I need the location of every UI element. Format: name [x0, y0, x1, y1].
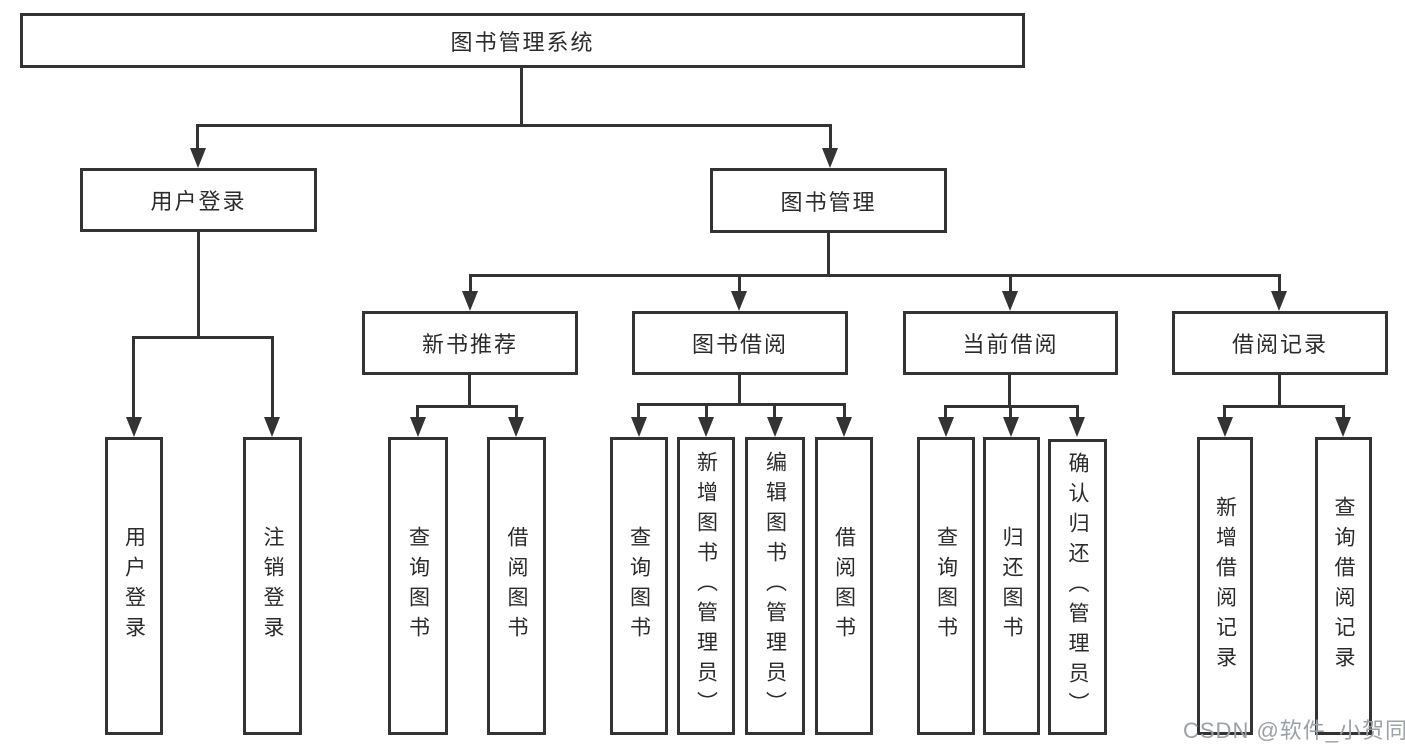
node-label: 查询借阅记录	[1332, 496, 1355, 676]
arrow-down-icon	[822, 148, 838, 168]
connector-line	[637, 403, 846, 406]
arrow-down-icon	[938, 417, 954, 437]
connector-line	[827, 233, 830, 277]
leaf-return-book: 归还图书	[983, 437, 1040, 735]
arrow-down-icon	[836, 417, 852, 437]
arrow-down-icon	[631, 417, 647, 437]
connector-line	[469, 274, 1281, 277]
connector-line	[1278, 274, 1281, 295]
connector-line	[1342, 405, 1345, 421]
arrow-down-icon	[1271, 291, 1287, 311]
node-book-borrow: 图书借阅	[632, 311, 848, 375]
arrow-down-icon	[1335, 417, 1351, 437]
leaf-borrow-books: 借阅图书	[815, 437, 873, 735]
connector-line	[132, 336, 274, 339]
connector-line	[132, 336, 135, 421]
connector-line	[416, 405, 518, 408]
node-label: 借阅图书	[505, 526, 528, 646]
node-label: 新增图书（管理员）	[694, 451, 718, 721]
connector-line	[197, 232, 200, 339]
arrow-down-icon	[1069, 417, 1085, 437]
leaf-query-books-recommend: 查询图书	[388, 437, 448, 735]
leaf-user-login: 用户登录	[105, 437, 163, 735]
arrow-down-icon	[1003, 417, 1019, 437]
connector-line	[738, 375, 741, 406]
node-label: 图书借阅	[691, 332, 788, 357]
connector-line	[469, 274, 472, 295]
node-label: 用户登录	[150, 189, 247, 214]
arrow-down-icon	[1002, 291, 1018, 311]
connector-line	[829, 124, 832, 152]
arrow-down-icon	[698, 417, 714, 437]
connector-line	[637, 403, 640, 421]
leaf-borrow-books-recommend: 借阅图书	[487, 437, 546, 735]
node-label: 借阅记录	[1231, 332, 1328, 357]
arrow-down-icon	[410, 417, 426, 437]
arrow-down-icon	[126, 417, 142, 437]
node-label: 确认归还（管理员）	[1066, 452, 1089, 722]
connector-line	[1223, 405, 1226, 421]
leaf-query-borrow-record: 查询借阅记录	[1315, 437, 1372, 735]
connector-line	[1009, 405, 1012, 421]
node-label: 图书管理系统	[450, 29, 595, 55]
connector-line	[416, 405, 419, 421]
node-label: 图书管理	[780, 189, 877, 215]
node-label: 借阅图书	[832, 526, 856, 646]
arrow-down-icon	[767, 417, 783, 437]
connector-line	[196, 124, 832, 127]
arrow-down-icon	[462, 291, 478, 311]
connector-line	[1278, 375, 1281, 408]
node-label: 新增借阅记录	[1213, 496, 1237, 676]
node-label: 注销登录	[261, 526, 284, 646]
leaf-query-books-borrow: 查询图书	[610, 437, 668, 735]
node-label: 查询图书	[934, 526, 958, 646]
connector-line	[1076, 405, 1079, 421]
node-new-book-recommend: 新书推荐	[362, 311, 578, 375]
arrow-down-icon	[190, 148, 206, 168]
node-label: 新书推荐	[421, 332, 518, 357]
node-borrow-records: 借阅记录	[1172, 311, 1388, 375]
connector-line	[843, 403, 846, 421]
connector-line	[515, 405, 518, 421]
connector-line	[944, 405, 947, 421]
connector-line	[196, 124, 199, 152]
arrow-down-icon	[264, 417, 280, 437]
connector-line	[705, 403, 708, 421]
arrow-down-icon	[508, 417, 524, 437]
arrow-down-icon	[1217, 417, 1233, 437]
node-user-login: 用户登录	[80, 168, 317, 232]
connector-line	[468, 375, 471, 408]
node-current-borrow: 当前借阅	[903, 311, 1118, 375]
leaf-logout-login: 注销登录	[243, 437, 302, 735]
node-label: 查询图书	[627, 526, 651, 646]
node-root-library-system: 图书管理系统	[20, 13, 1025, 68]
leaf-confirm-return-admin: 确认归还（管理员）	[1048, 439, 1107, 735]
node-label: 归还图书	[1000, 526, 1023, 646]
connector-line	[520, 68, 523, 127]
node-label: 编辑图书（管理员）	[763, 451, 787, 721]
arrow-down-icon	[731, 291, 747, 311]
leaf-add-borrow-record: 新增借阅记录	[1197, 437, 1253, 735]
leaf-query-books-current: 查询图书	[917, 437, 975, 735]
connector-line	[1008, 375, 1011, 408]
connector-line	[1009, 274, 1012, 295]
leaf-edit-book-admin: 编辑图书（管理员）	[745, 437, 805, 735]
leaf-add-book-admin: 新增图书（管理员）	[677, 437, 735, 735]
csdn-watermark: CSDN @软件_小贺同学	[1183, 718, 1405, 743]
node-label: 查询图书	[406, 526, 430, 646]
node-label: 当前借阅	[962, 332, 1059, 357]
node-book-management: 图书管理	[710, 168, 947, 233]
node-label: 用户登录	[122, 526, 146, 646]
connector-line	[1223, 405, 1345, 408]
connector-line	[738, 274, 741, 295]
connector-line	[773, 403, 776, 421]
connector-line	[271, 336, 274, 421]
